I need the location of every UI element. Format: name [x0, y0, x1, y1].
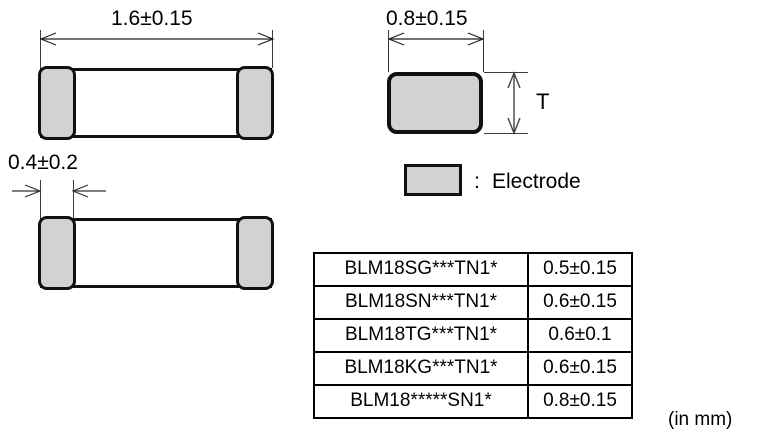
- table-row: BLM18KG***TN1* 0.6±0.15: [313, 351, 633, 386]
- table-row: BLM18SG***TN1* 0.5±0.15: [313, 252, 633, 287]
- part-number-cell: BLM18SG***TN1*: [313, 252, 529, 287]
- top-view-electrode-right: [236, 66, 274, 140]
- extension-line-endview-left: [388, 30, 389, 72]
- bottom-view-body: [40, 218, 272, 288]
- extension-line-thickness-bottom: [484, 133, 528, 134]
- table-row: BLM18*****SN1* 0.8±0.15: [313, 384, 633, 419]
- length-dimension-line: [39, 32, 275, 46]
- width-dimension-label: 0.8±0.15: [386, 7, 468, 30]
- end-view-body: [387, 72, 483, 134]
- extension-line-electrode-left: [40, 180, 41, 218]
- part-number-cell: BLM18KG***TN1*: [313, 351, 529, 386]
- table-row: BLM18SN***TN1* 0.6±0.15: [313, 285, 633, 320]
- extension-line-endview-right: [483, 30, 484, 72]
- thickness-spec-table: BLM18SG***TN1* 0.5±0.15 BLM18SN***TN1* 0…: [313, 252, 633, 419]
- extension-line-left: [40, 30, 41, 68]
- bottom-view-electrode-left: [38, 216, 76, 290]
- legend-separator: :: [474, 170, 480, 193]
- width-dimension-line: [387, 32, 485, 46]
- electrode-dimension-line: [12, 184, 106, 198]
- extension-line-thickness-top: [484, 72, 528, 73]
- legend-electrode-swatch: [404, 164, 462, 196]
- bottom-view-electrode-right: [236, 216, 274, 290]
- thickness-label: T: [536, 89, 550, 114]
- spec-table-body: BLM18SG***TN1* 0.5±0.15 BLM18SN***TN1* 0…: [313, 252, 633, 419]
- part-number-cell: BLM18*****SN1*: [313, 384, 529, 419]
- thickness-cell: 0.6±0.1: [527, 318, 633, 353]
- extension-line-right: [272, 30, 273, 68]
- thickness-dimension-line: [507, 71, 521, 135]
- extension-line-electrode-right: [73, 180, 74, 218]
- part-number-cell: BLM18TG***TN1*: [313, 318, 529, 353]
- thickness-cell: 0.6±0.15: [527, 351, 633, 386]
- part-number-cell: BLM18SN***TN1*: [313, 285, 529, 320]
- thickness-cell: 0.5±0.15: [527, 252, 633, 287]
- top-view-electrode-left: [38, 66, 76, 140]
- electrode-dimension-label: 0.4±0.2: [8, 151, 78, 174]
- legend-electrode-label: Electrode: [492, 170, 581, 193]
- unit-note: (in mm): [668, 409, 733, 430]
- table-row: BLM18TG***TN1* 0.6±0.1: [313, 318, 633, 353]
- thickness-cell: 0.8±0.15: [527, 384, 633, 419]
- length-dimension-label: 1.6±0.15: [111, 7, 193, 30]
- thickness-cell: 0.6±0.15: [527, 285, 633, 320]
